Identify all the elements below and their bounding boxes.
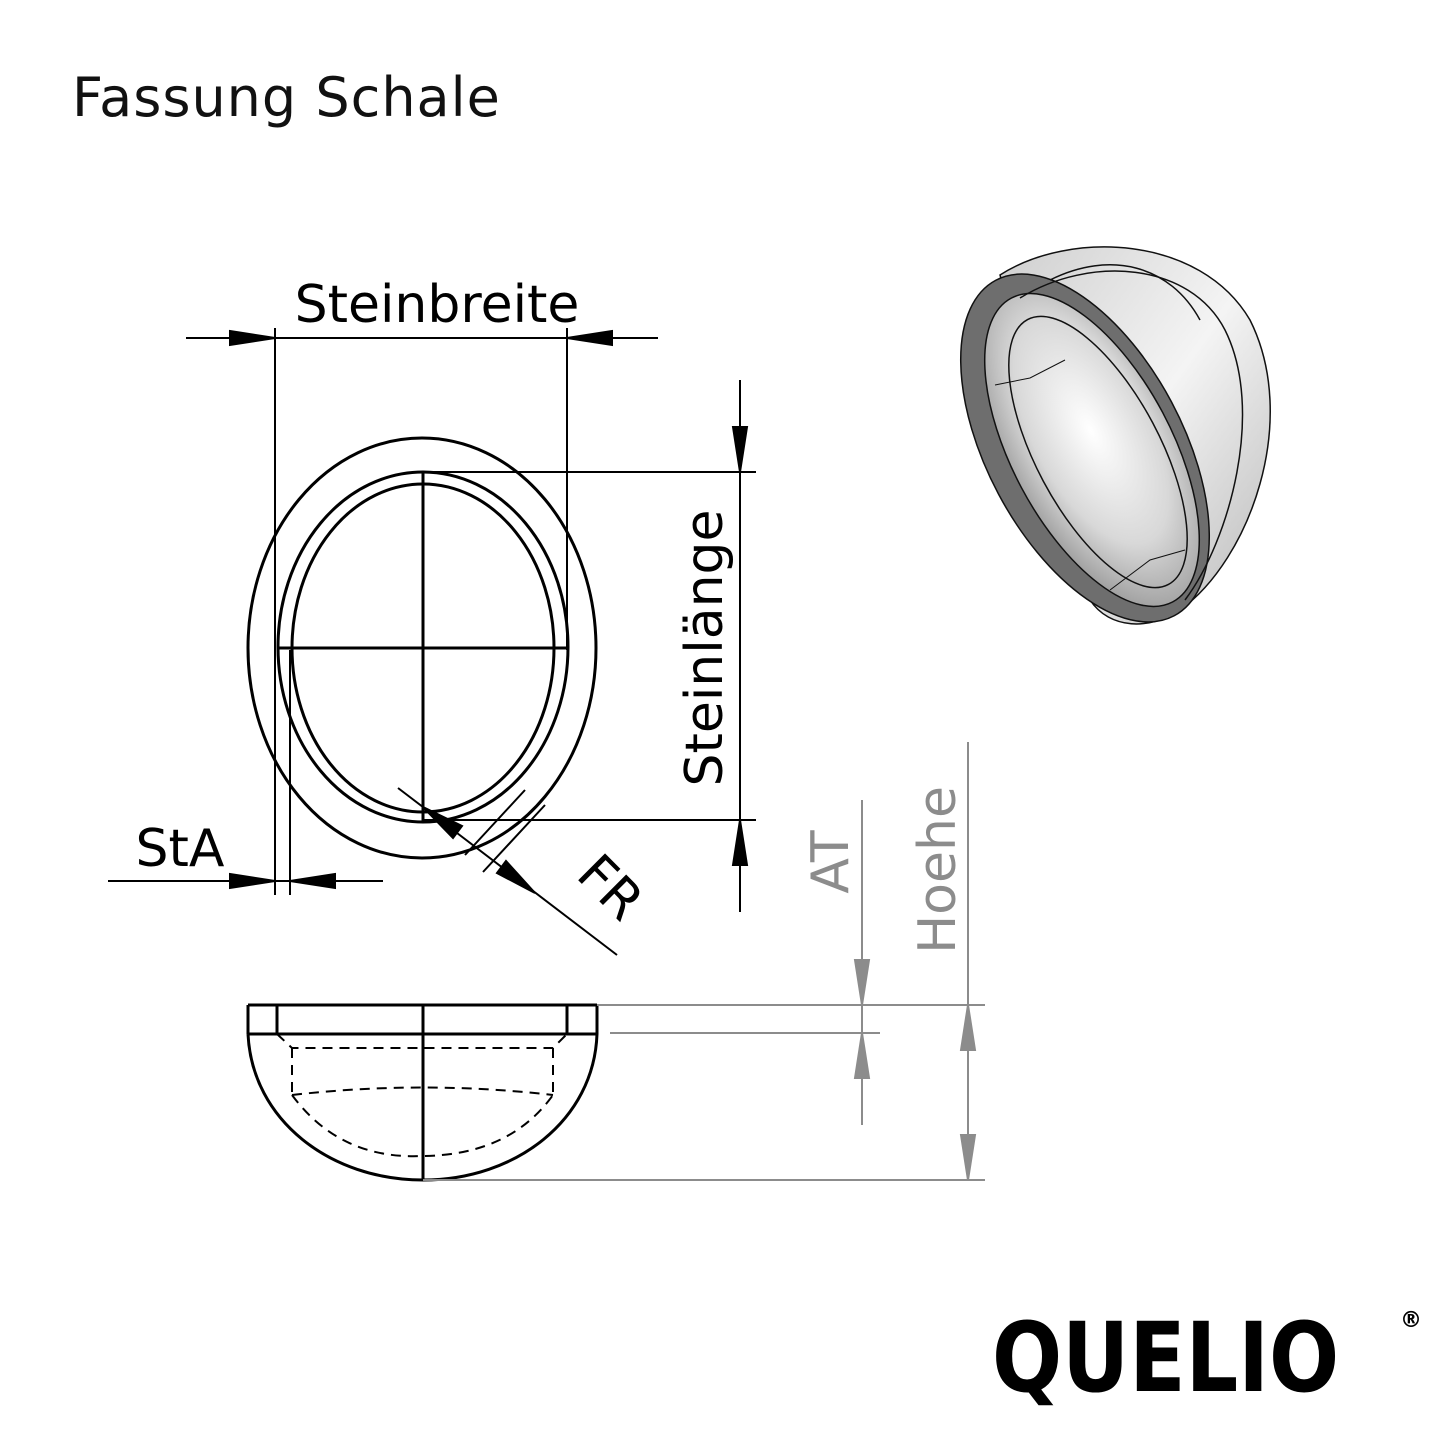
setting-wall-label: StA	[136, 819, 225, 879]
setting-wall-dimension: StA	[108, 650, 383, 895]
top-view	[246, 436, 598, 860]
depth-height-dimensions: AT Hoehe	[423, 742, 985, 1181]
setting-3d-render	[959, 246, 1271, 625]
frame-radius-dimension: FR	[397, 787, 655, 956]
page-title: Fassung Schale	[72, 66, 501, 129]
stone-width-dimension: Steinbreite	[186, 275, 658, 895]
stone-length-dimension: Steinlänge	[423, 380, 756, 912]
height-label: Hoehe	[908, 786, 968, 954]
registered-mark: ®	[1400, 1308, 1422, 1333]
side-view	[246, 1003, 599, 1182]
outer-ellipse	[246, 436, 598, 860]
frame-radius-label: FR	[565, 843, 654, 932]
inner-depth-label: AT	[801, 830, 861, 894]
stone-length-label: Steinlänge	[675, 509, 735, 786]
stone-width-label: Steinbreite	[295, 275, 580, 335]
quelio-logo: QUELIO	[992, 1302, 1340, 1414]
